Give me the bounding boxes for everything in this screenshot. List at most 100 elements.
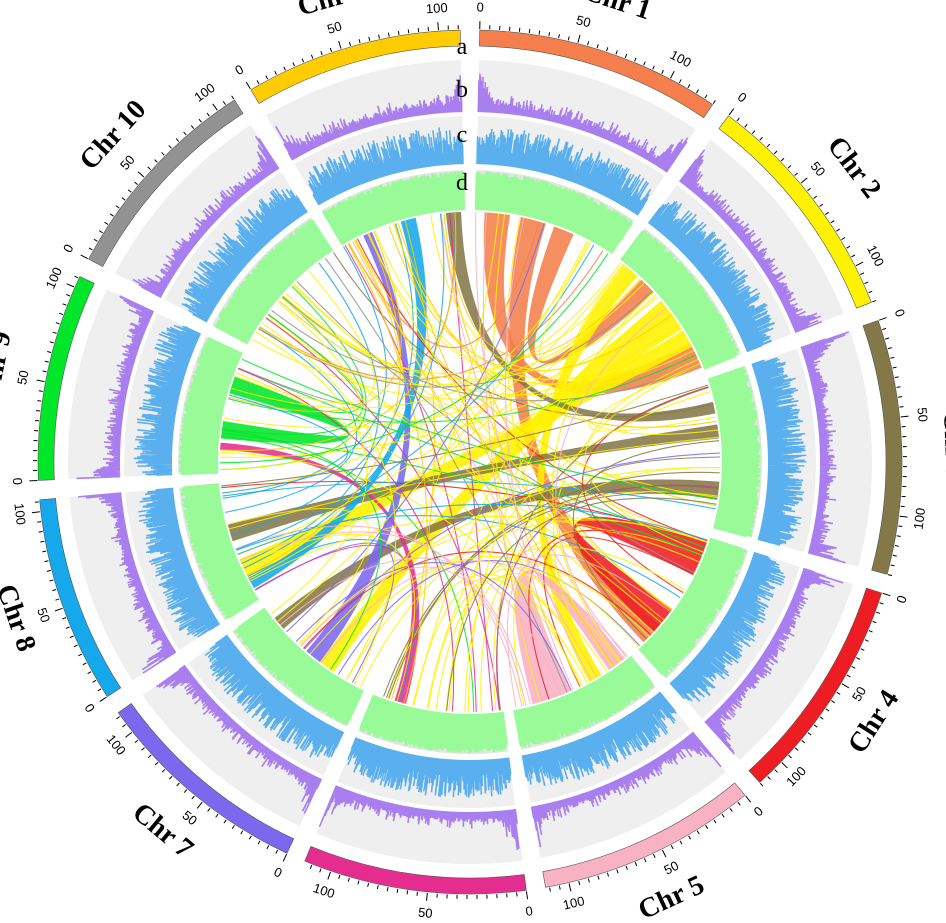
density-d-9 (178, 336, 243, 476)
synteny-links (219, 211, 720, 712)
synteny-line (282, 295, 658, 380)
synteny-line (221, 384, 709, 487)
synteny-line (482, 212, 543, 702)
density-c-5 (521, 691, 677, 787)
synteny-line (449, 212, 494, 712)
synteny-line (309, 467, 720, 655)
ticks-chr-2 (728, 108, 877, 303)
track-b-background (704, 568, 854, 761)
synteny-line (295, 562, 572, 691)
tick-label: 0 (525, 903, 534, 919)
synteny-line (234, 270, 375, 404)
density-b-5 (530, 731, 722, 848)
synteny-line (506, 216, 614, 668)
track-b-background (142, 665, 322, 827)
track-label-b: b (456, 77, 468, 103)
tick-label: 100 (425, 0, 448, 16)
synteny-line (496, 386, 709, 711)
density-b-8 (77, 492, 177, 674)
synteny-line (223, 304, 666, 429)
tick-label: 100 (864, 243, 887, 269)
synteny-line (333, 252, 714, 418)
synteny-line (247, 539, 417, 702)
ticks-chr-1 (479, 21, 716, 105)
density-b-6 (318, 785, 520, 851)
synteny-line (528, 529, 702, 700)
chromosome-label-8: Chr 8 (0, 580, 42, 655)
ideogram-chr-8 (39, 498, 122, 698)
tick-label: 0 (60, 242, 77, 255)
synteny-line (492, 214, 541, 703)
track-b-background (266, 60, 463, 161)
chromosome-label-5: Chr 5 (634, 869, 709, 923)
ideogram-chr-3 (862, 320, 903, 575)
density-b-1 (477, 73, 689, 173)
ticks-chr-7 (116, 716, 288, 862)
track-label-d: d (456, 170, 468, 196)
tick-label: 100 (911, 507, 929, 530)
density-b-2 (679, 149, 823, 334)
synteny-line (388, 471, 720, 699)
tick-label: 50 (117, 152, 138, 173)
ideogram-chr-1 (479, 29, 714, 119)
synteny-line (353, 240, 582, 687)
density-b-10 (132, 135, 280, 299)
tick-label: 100 (104, 732, 129, 758)
tick-label: 100 (11, 502, 28, 525)
density-tracks (76, 73, 849, 851)
synteny-line (329, 556, 650, 670)
synteny-line (225, 327, 358, 513)
synteny-line (352, 241, 598, 678)
density-d-6 (359, 694, 508, 754)
synteny-line (231, 313, 362, 414)
tick-label: 50 (34, 606, 53, 625)
synteny-line (235, 525, 523, 707)
synteny-line (236, 372, 608, 672)
ideogram-chr-11 (250, 29, 461, 104)
chromosome-label-10: Chr 10 (74, 94, 153, 176)
ideogram-chr-7 (117, 703, 295, 854)
density-c-9 (133, 324, 202, 476)
track-label-a: a (457, 34, 468, 60)
tick-label: 0 (10, 477, 25, 485)
synteny-line (440, 213, 627, 658)
synteny-line (435, 545, 686, 710)
synteny-line (255, 331, 368, 615)
synteny-line (281, 271, 633, 375)
tick-label: 0 (232, 62, 246, 79)
density-c-11 (307, 127, 464, 206)
synteny-line (242, 533, 416, 702)
synteny-line (293, 284, 718, 499)
synteny-line (446, 497, 717, 711)
synteny-ribbon (306, 231, 411, 663)
density-c-6 (347, 737, 512, 798)
density-b-4 (704, 567, 844, 755)
ticks-chr-6 (309, 864, 529, 901)
tick-label: 50 (661, 858, 681, 878)
density-c-8 (138, 487, 221, 638)
synteny-line (552, 291, 654, 662)
synteny-line (249, 515, 700, 582)
synteny-line (228, 231, 402, 412)
density-d-5 (513, 655, 655, 748)
tick-label: 50 (14, 369, 31, 386)
chromosome-label-9: Chr 9 (0, 329, 18, 403)
density-d-2 (620, 230, 739, 370)
chromosome-label-1: Chr 1 (580, 0, 655, 26)
synteny-line (237, 368, 455, 712)
synteny-line (584, 358, 704, 553)
tick-label: 50 (808, 158, 829, 179)
synteny-line (221, 429, 382, 670)
synteny-line (538, 241, 637, 362)
synteny-line (324, 257, 568, 693)
tick-label: 50 (179, 808, 200, 829)
synteny-line (348, 243, 665, 621)
density-c-10 (181, 188, 308, 323)
synteny-line (227, 507, 371, 645)
tick-label: 50 (914, 407, 930, 423)
synteny-line (285, 292, 695, 396)
synteny-ribbon (227, 424, 720, 542)
synteny-line (261, 322, 397, 684)
density-d-11 (321, 170, 466, 246)
synteny-line (300, 566, 527, 706)
